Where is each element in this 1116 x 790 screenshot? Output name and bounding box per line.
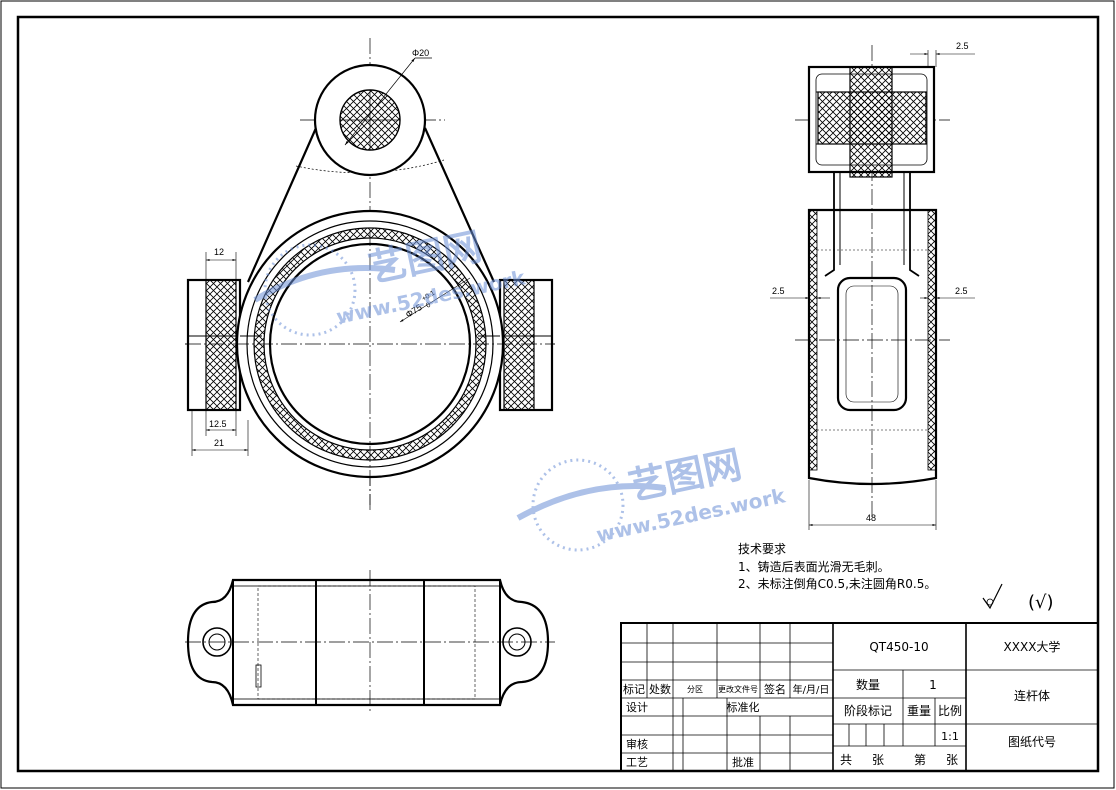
side-view <box>770 45 975 530</box>
col-sign: 签名 <box>764 682 786 696</box>
dim-side-left: 2.5 <box>772 286 785 296</box>
globe-icon <box>531 458 625 552</box>
drawing-border <box>16 15 1100 773</box>
dim-width48: 48 <box>866 513 876 523</box>
weight-label: 重量 <box>907 704 931 718</box>
tech-line-1: 1、铸造后表面光滑无毛刺。 <box>738 559 890 574</box>
qty-value: 1 <box>929 678 937 692</box>
title-block-text: QT450-10 XXXX大学 数量 1 连杆体 阶段标记 重量 比例 1:1 … <box>623 639 1060 769</box>
technical-requirements: 技术要求 1、铸造后表面光滑无毛刺。 2、未标注倒角C0.5,未注圆角R0.5。 <box>738 542 936 591</box>
part-name: 连杆体 <box>1014 688 1050 703</box>
sheet-no: 第 <box>914 753 926 767</box>
roughness-icon <box>982 583 1003 610</box>
dim-21: 21 <box>214 438 224 448</box>
row-approve: 批准 <box>732 755 754 769</box>
col-count: 处数 <box>649 683 671 696</box>
watermark-2: 艺图网 www.52des.work <box>516 442 788 552</box>
front-view <box>185 38 555 510</box>
col-date: 年/月/日 <box>793 683 830 696</box>
top-view <box>185 570 555 712</box>
dim-12-5: 12.5 <box>209 419 227 429</box>
sheet-unit-1: 张 <box>872 753 884 767</box>
sheet-unit-2: 张 <box>946 753 958 767</box>
col-mark: 标记 <box>623 682 645 696</box>
school-name: XXXX大学 <box>1004 639 1061 654</box>
row-review: 审核 <box>626 737 648 751</box>
dim-12: 12 <box>214 247 224 257</box>
title-block <box>620 622 1099 772</box>
dim-bore-tol-lower: 0 <box>425 302 432 310</box>
globe-icon <box>263 243 357 337</box>
roughness-paren: (√) <box>1028 592 1054 613</box>
scale-label: 比例 <box>938 704 962 718</box>
sheet-total: 共 <box>840 753 852 767</box>
roughness-symbol: (√) <box>982 583 1054 613</box>
col-zone: 分区 <box>687 685 703 694</box>
side-view-dims: 2.5 2.5 2.5 48 <box>772 41 969 523</box>
tech-title: 技术要求 <box>738 542 786 556</box>
dim-side-top: 2.5 <box>956 41 969 51</box>
row-design: 设计 <box>626 701 648 714</box>
tech-line-2: 2、未标注倒角C0.5,未注圆角R0.5。 <box>738 576 936 591</box>
scale-value: 1:1 <box>941 730 959 743</box>
col-change-doc: 更改文件号 <box>718 684 758 694</box>
row-process: 工艺 <box>626 756 648 769</box>
row-standard: 标准化 <box>727 700 760 714</box>
stage-label: 阶段标记 <box>844 703 892 718</box>
dim-side-right: 2.5 <box>955 286 968 296</box>
dim-phi20: Φ20 <box>412 48 429 58</box>
qty-label: 数量 <box>856 677 880 692</box>
material: QT450-10 <box>869 640 928 654</box>
drawing-no-label: 图纸代号 <box>1008 735 1056 749</box>
